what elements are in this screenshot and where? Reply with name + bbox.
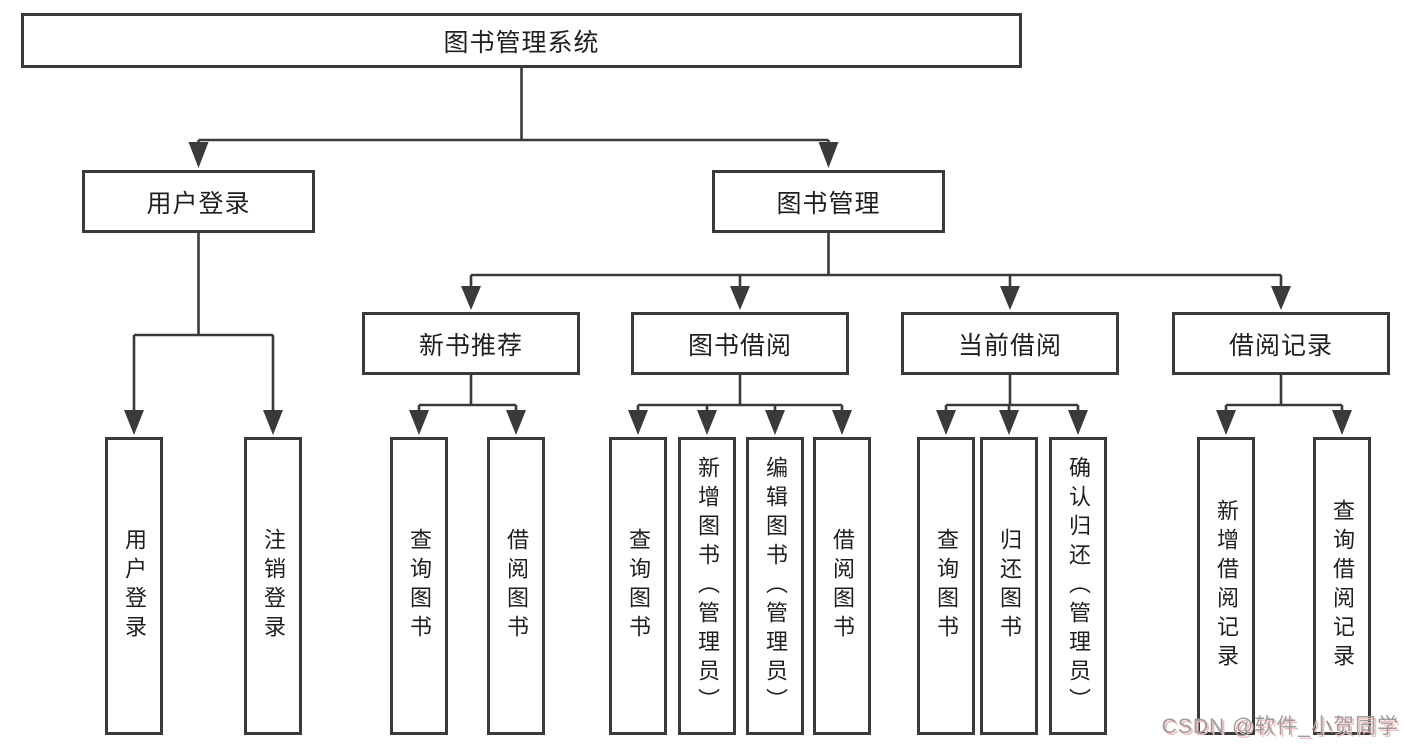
node-leaf-add-books-admin: 新增图书（管理员）	[678, 437, 736, 735]
arrow-down-icon	[124, 410, 144, 435]
node-label: 查询图书	[934, 528, 959, 644]
arrow-down-icon	[263, 410, 283, 435]
node-leaf-borrow-books: 借阅图书	[813, 437, 871, 735]
node-leaf-query-books-recommend: 查询图书	[390, 437, 448, 735]
node-root-system: 图书管理系统	[21, 13, 1022, 68]
node-leaf-query-borrow-record: 查询借阅记录	[1313, 437, 1371, 735]
node-label: 新书推荐	[418, 331, 523, 360]
node-leaf-query-books-current: 查询图书	[917, 437, 975, 735]
connector-borrowing-to-leaves	[636, 375, 844, 414]
node-current-borrowing: 当前借阅	[901, 312, 1119, 375]
connector-userlogin-to-leaves	[132, 233, 275, 414]
connector-root-to-level2	[197, 68, 830, 150]
node-leaf-confirm-return-admin: 确认归还（管理员）	[1049, 437, 1107, 735]
csdn-watermark: CSDN @软件_小贺同学	[1161, 715, 1399, 738]
arrow-down-icon	[506, 410, 526, 435]
connector-records-to-leaves	[1224, 375, 1344, 414]
node-label: 借阅图书	[830, 528, 855, 644]
node-label: 图书管理	[776, 189, 881, 218]
node-new-book-recommend: 新书推荐	[362, 312, 580, 375]
arrow-down-icon	[461, 286, 481, 310]
arrow-down-icon	[832, 410, 852, 435]
node-book-management: 图书管理	[712, 170, 945, 233]
node-label: 图书借阅	[687, 331, 792, 360]
node-label: 用户登录	[122, 528, 147, 644]
arrow-down-icon	[1000, 286, 1020, 310]
arrow-down-icon	[730, 286, 750, 310]
node-label: 查询图书	[407, 528, 432, 644]
arrow-down-icon	[1068, 410, 1088, 435]
node-label: 用户登录	[146, 189, 251, 218]
node-label: 借阅记录	[1228, 331, 1333, 360]
node-label: 查询借阅记录	[1330, 499, 1355, 673]
node-label: 注销登录	[261, 528, 286, 644]
arrow-down-icon	[628, 410, 648, 435]
node-leaf-borrow-books-recommend: 借阅图书	[487, 437, 545, 735]
node-leaf-return-books: 归还图书	[980, 437, 1038, 735]
node-leaf-query-books-borrowing: 查询图书	[609, 437, 667, 735]
node-label: 新增借阅记录	[1214, 499, 1239, 673]
node-book-borrowing: 图书借阅	[631, 312, 849, 375]
connector-current-to-leaves	[944, 375, 1080, 414]
node-leaf-edit-books-admin: 编辑图书（管理员）	[746, 437, 804, 735]
node-label: 当前借阅	[957, 331, 1062, 360]
node-borrowing-records: 借阅记录	[1172, 312, 1390, 375]
node-leaf-logout: 注销登录	[244, 437, 302, 735]
arrow-down-icon	[1216, 410, 1236, 435]
arrow-down-icon	[697, 410, 717, 435]
arrow-down-icon	[936, 410, 956, 435]
node-leaf-user-login: 用户登录	[105, 437, 163, 735]
arrow-down-icon	[409, 410, 429, 435]
node-label: 编辑图书（管理员）	[763, 455, 788, 717]
arrow-down-icon	[1332, 410, 1352, 435]
node-label: 新增图书（管理员）	[695, 455, 720, 717]
connector-bookmgmt-to-level3	[469, 233, 1283, 290]
arrow-down-icon	[999, 410, 1019, 435]
node-label: 确认归还（管理员）	[1066, 455, 1091, 717]
arrow-down-icon	[188, 142, 209, 168]
arrow-down-icon	[1271, 286, 1291, 310]
node-label: 图书管理系统	[443, 28, 600, 57]
arrowheads	[124, 142, 1352, 435]
node-label: 归还图书	[997, 528, 1022, 644]
arrow-down-icon	[818, 142, 839, 168]
node-label: 查询图书	[626, 528, 651, 644]
node-user-login: 用户登录	[82, 170, 315, 233]
arrow-down-icon	[765, 410, 785, 435]
node-leaf-add-borrow-record: 新增借阅记录	[1197, 437, 1255, 735]
connector-newbook-to-leaves	[417, 375, 518, 414]
node-label: 借阅图书	[504, 528, 529, 644]
